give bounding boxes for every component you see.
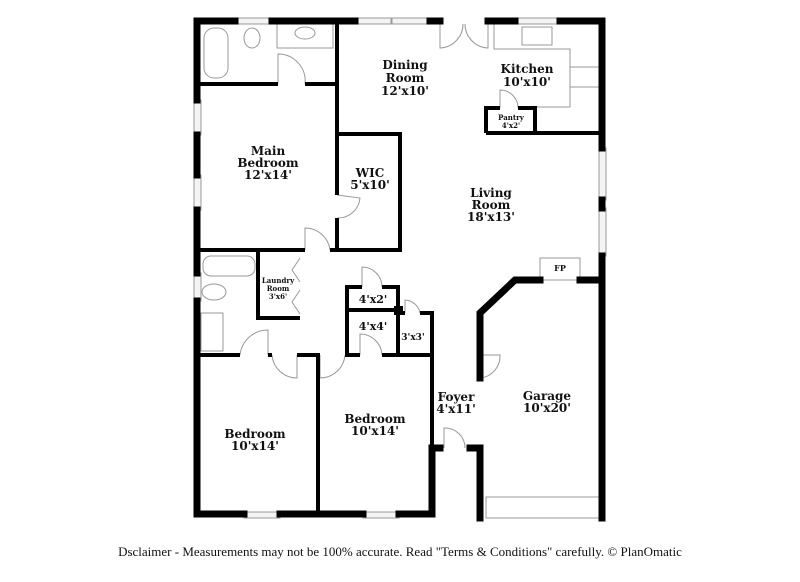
room-label: Main [251, 144, 286, 158]
vanity-2 [200, 312, 224, 352]
room-dims: 3'x3' [401, 333, 424, 343]
door-arc [361, 266, 383, 288]
room-label: Laundry [262, 276, 295, 285]
door-arc [443, 427, 466, 449]
bifold-door [291, 257, 301, 315]
room-dims: 10'x20' [523, 401, 571, 415]
room-dims: 18'x13' [467, 210, 515, 224]
room-label: Living [470, 186, 512, 200]
door-arc [404, 299, 421, 314]
bathtub [203, 27, 229, 79]
thin-fixtures [200, 23, 603, 519]
bathtub-2 [202, 255, 256, 277]
door-arc [319, 354, 346, 379]
fireplace [539, 257, 581, 281]
column [394, 306, 403, 315]
french-door [439, 23, 489, 49]
room-label: Pantry [498, 113, 525, 122]
room-labels: Dining Room 12'x10' Kitchen 10'x10' Pant… [224, 58, 571, 453]
room-label: Bedroom [237, 156, 298, 170]
room-label: Kitchen [501, 62, 554, 76]
room-dims: 4'x2' [502, 121, 520, 130]
room-dims: 12'x10' [381, 84, 429, 98]
room-dims: 5'x10' [350, 178, 390, 192]
kitchen-counter [493, 24, 571, 108]
room-dims: 12'x14' [244, 168, 292, 182]
toilet [243, 27, 261, 49]
room-dims: 4'x11' [436, 402, 476, 416]
room-dims: 10'x10' [503, 75, 551, 89]
room-label: Bedroom [224, 427, 285, 441]
kitchen-sink [521, 26, 553, 46]
stove [569, 66, 603, 88]
toilet-2 [201, 283, 227, 301]
room-dims: 4'x4' [359, 320, 388, 333]
room-dims: 10'x14' [351, 424, 399, 438]
walls [193, 17, 606, 522]
room-label: Room [386, 71, 425, 85]
door-arc [304, 227, 331, 251]
garage-door [485, 496, 601, 519]
room-label: WIC [355, 166, 385, 180]
windows [193, 17, 607, 519]
room-dims: 4'x2' [359, 293, 388, 306]
room-label: Garage [523, 389, 572, 403]
room-label: Foyer [438, 390, 475, 404]
fireplace-label: FP [554, 263, 566, 273]
disclaimer: Dsclaimer - Measurements may not be 100%… [118, 544, 682, 559]
interior-walls [197, 21, 602, 514]
room-dims: 3'x6' [269, 292, 287, 301]
sink [294, 26, 316, 40]
room-dims: 10'x14' [231, 439, 279, 453]
room-label: Bedroom [344, 412, 405, 426]
door-arc [359, 333, 383, 356]
door-arc [499, 89, 519, 109]
door-arc [336, 194, 361, 219]
door-arc [239, 329, 269, 356]
room-label: Room [267, 284, 290, 293]
door-arc [271, 354, 298, 379]
door-arc [277, 53, 306, 85]
door-arc [479, 354, 501, 379]
room-label: Dining [382, 58, 428, 72]
room-label: Room [472, 198, 511, 212]
